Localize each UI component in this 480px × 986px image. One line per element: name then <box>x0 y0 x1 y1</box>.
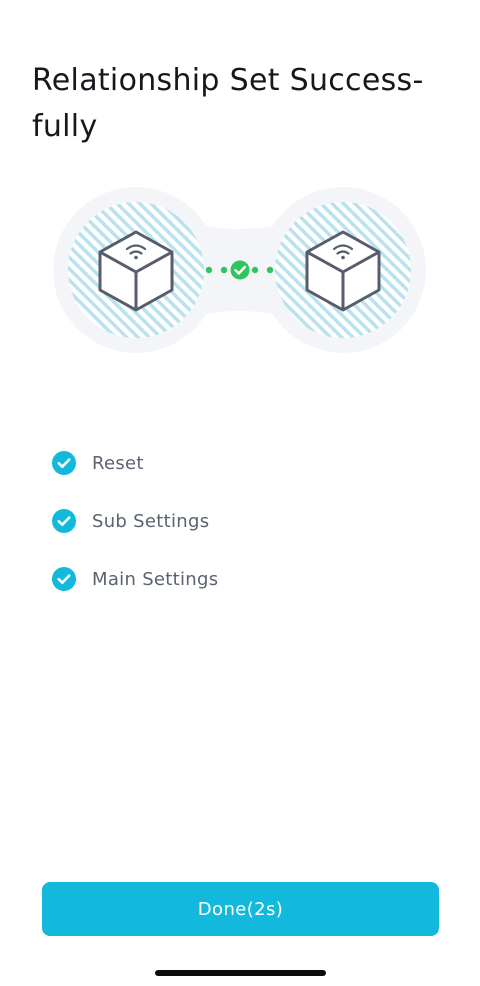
link-dot <box>266 266 274 274</box>
device-pairing-illustration <box>52 186 428 356</box>
check-circle-icon <box>52 451 76 475</box>
home-indicator[interactable] <box>155 970 326 976</box>
link-dot <box>220 266 228 274</box>
right-device-icon <box>305 230 381 312</box>
check-circle-icon <box>52 509 76 533</box>
step-item-reset: Reset <box>52 444 432 482</box>
done-button[interactable]: Done(2s) <box>42 882 439 936</box>
step-label: Main Settings <box>92 568 219 590</box>
check-circle-icon <box>52 567 76 591</box>
left-device-icon <box>98 230 174 312</box>
page-title-line-1: Relationship Set Success- <box>32 63 424 98</box>
check-circle-icon <box>230 260 250 280</box>
setup-steps-list: Reset Sub Settings Main Settings <box>52 444 432 618</box>
link-dot <box>251 266 259 274</box>
connection-link <box>205 260 274 280</box>
step-label: Sub Settings <box>92 510 210 532</box>
step-item-sub-settings: Sub Settings <box>52 502 432 540</box>
step-item-main-settings: Main Settings <box>52 560 432 598</box>
step-label: Reset <box>92 452 144 474</box>
page-title-line-2: fully <box>32 109 98 144</box>
pairing-graphic <box>53 187 426 353</box>
page-title: Relationship Set Success- fully <box>32 58 452 150</box>
link-dot <box>205 266 213 274</box>
